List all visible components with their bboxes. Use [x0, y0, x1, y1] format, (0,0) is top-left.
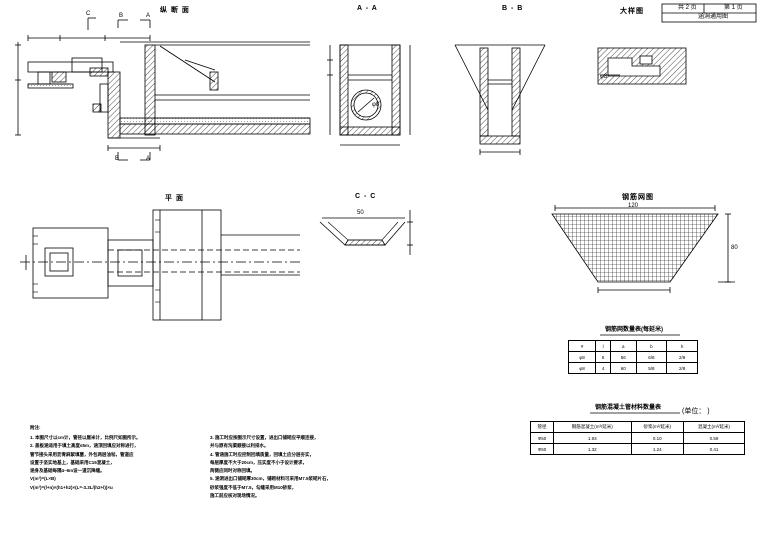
table-cell: 0.10: [630, 432, 685, 444]
rebar-mesh: [551, 205, 735, 293]
table-header-cell: a: [610, 340, 637, 352]
sheet-number: 第 1 页: [724, 5, 743, 11]
title-block: [661, 3, 757, 23]
section-cc: [319, 210, 413, 255]
note-line: 5. 涵洞进出口铺砌厚30cm，铺砌材料可采用M7.5浆砌片石，: [210, 476, 332, 482]
table-cell: Φ50: [530, 443, 554, 455]
note-line: 两侧应同时对称回填。: [210, 468, 255, 474]
note-line: V(m³)=(l+n)×(h1+h2)×(L=-3.3L/(h2+l))×u: [30, 484, 113, 490]
mesh-height-label: 80: [731, 245, 738, 251]
table-cell: 1.32: [553, 443, 632, 455]
mesh-width-label: 120: [628, 203, 639, 209]
table-cell: 56: [610, 351, 637, 363]
sheet-total: 共 2 页: [678, 5, 697, 11]
note-line: 施工前应核对现场情况。: [210, 493, 260, 499]
section-aa: [327, 44, 411, 146]
table-cell: 6/8: [635, 351, 668, 363]
note-line: 涵身及基础每隔4~6m设一道沉降缝。: [30, 468, 105, 474]
pipe-diameter-label: φ8: [372, 102, 380, 108]
note-line: V(m³)=(L×B): [30, 476, 56, 482]
mark-c-top: C: [86, 11, 91, 17]
table-cell: 4: [595, 362, 612, 374]
table2-caption: 钢筋混凝土管材料数量表: [595, 405, 662, 411]
table-cell: φ8: [567, 351, 597, 363]
table-row: φ8 5 56 6/8 2/8: [567, 351, 698, 363]
note-line: 3. 施工时应按图示尺寸设置，进出口铺砌应平顺连接，: [210, 435, 319, 440]
mark-b-top: B: [119, 13, 124, 19]
table-cell: 5: [595, 351, 612, 363]
mark-a-top: A: [146, 13, 151, 19]
table-header-cell: b: [635, 340, 668, 352]
note-line: 4. 管涵施工时应控制回填质量，回填土应分层夯实，: [210, 451, 315, 457]
table-cell: 2/8: [666, 362, 698, 374]
table-header-cell: #: [567, 340, 597, 352]
table-cell: 0.59: [683, 432, 745, 444]
drawing-name: 涵洞通用图: [698, 14, 729, 20]
notes-left: 1. 本图尺寸以cm计，管径以厘米计，比例尺如图所示。 2. 盖板涵适用于填土高…: [30, 434, 141, 492]
table-cell: Φ50: [530, 432, 554, 444]
title-mesh: 钢筋网图: [622, 194, 654, 201]
title-longitudinal: 纵 断 面: [160, 7, 190, 14]
title-section-aa: A - A: [357, 5, 378, 12]
table1-caption: 钢筋网数量表(每延米): [605, 327, 663, 333]
table-cell: 0.41: [683, 443, 745, 455]
note-line: 管节接头采用沥青麻絮填塞，外包两层油毡，管道应: [30, 451, 134, 457]
table-cell: 60: [610, 362, 637, 374]
table-header-row: 管径 钢筋混凝土(m³/延米) 砂浆(m³/延米) 混凝土(m³/延米): [530, 421, 745, 433]
title-section-cc: C - C: [355, 193, 377, 200]
title-detail: 大样图: [620, 8, 644, 15]
note-line: 1. 本图尺寸以cm计，管径以厘米计，比例尺如图所示。: [30, 435, 141, 440]
table-header-row: # l a b h: [567, 340, 698, 352]
section-bb: [454, 44, 546, 155]
table-row: φ8 4 60 5/8 2/8: [567, 362, 698, 374]
note-line: 砂浆强度不低于M7.5，勾缝采用M10砂浆，: [210, 484, 297, 490]
title-plan: 平 面: [165, 195, 184, 202]
note-line: 设置于坚实地基上，基础采用C15混凝土，: [30, 459, 115, 465]
longitudinal-section: [15, 17, 311, 161]
table-cell: φ8: [567, 362, 597, 374]
table-cell: 1.93: [553, 432, 632, 444]
table-row: Φ50 1.93 0.10 0.59: [530, 432, 745, 444]
table-cell: 1.24: [630, 443, 685, 455]
table-header-cell: 砂浆(m³/延米): [630, 421, 685, 433]
mark-a-bottom: A: [146, 156, 151, 162]
detail-bar-label: φ8: [600, 74, 608, 80]
cc-dim-label: 50: [357, 210, 364, 216]
notes-heading: 附注:: [30, 425, 41, 430]
table-header-cell: 混凝土(m³/延米): [683, 421, 745, 433]
table-row: Φ50 1.32 1.24 0.41: [530, 443, 745, 455]
note-line: 并与原有沟渠顺接以利排水。: [210, 443, 269, 449]
table-header-cell: 管径: [530, 421, 554, 433]
table-cell: 5/8: [635, 362, 668, 374]
material-table: 管径 钢筋混凝土(m³/延米) 砂浆(m³/延米) 混凝土(m³/延米) Φ50…: [530, 421, 745, 455]
table-header-cell: l: [595, 340, 612, 352]
detail-view: [597, 47, 687, 85]
mark-b-bottom: B: [115, 156, 120, 162]
rebar-table: # l a b h φ8 5 56 6/8 2/8 φ8 4 60 5/8 2/…: [567, 340, 698, 374]
table-header-cell: h: [666, 340, 698, 352]
table-header-cell: 钢筋混凝土(m³/延米): [553, 421, 632, 433]
notes-right: 3. 施工时应按图示尺寸设置，进出口铺砌应平顺连接， 并与原有沟渠顺接以利排水。…: [210, 434, 331, 500]
plan-view: [20, 209, 300, 321]
note-line: 每层厚度不大于20cm，压实度不小于设计要求，: [210, 459, 308, 465]
note-line: 2. 盖板涵适用于填土高度≤5m，涵顶回填应对称进行，: [30, 443, 139, 449]
table2-unit: (单位： ): [682, 408, 710, 415]
table-cell: 2/8: [666, 351, 698, 363]
title-section-bb: B - B: [502, 5, 524, 12]
